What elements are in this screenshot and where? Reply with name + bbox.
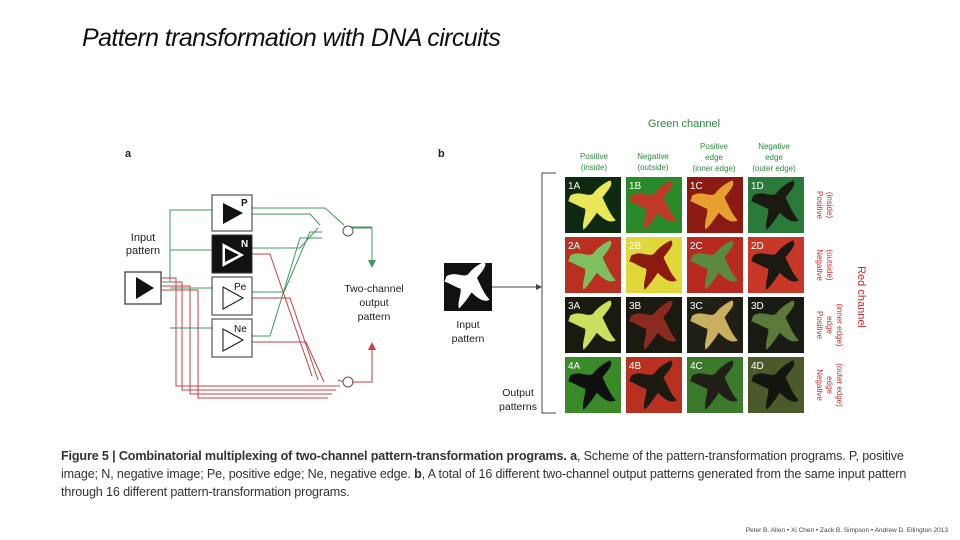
pattern-cell-label: 4C xyxy=(690,361,703,372)
col-header-3-l2: edge xyxy=(705,153,723,162)
panel-a-scheme: Input pattern xyxy=(124,194,404,399)
row-header-4-l1: Negative xyxy=(815,369,824,401)
pattern-cell-label: 2A xyxy=(568,241,581,252)
red-channel-label: Red channel xyxy=(855,266,867,328)
row-header-3-l2: edge xyxy=(825,316,834,334)
pattern-cell-label: 3D xyxy=(751,301,764,312)
pattern-cell-label: 3A xyxy=(568,301,581,312)
pattern-cell-label: 3C xyxy=(690,301,703,312)
scheme-wires xyxy=(161,207,376,399)
panel-b-grid: Green channel Positive (inside) Negative… xyxy=(444,118,867,414)
pattern-cell: 3C xyxy=(687,297,743,353)
pattern-cell: 1D xyxy=(748,177,804,233)
figure-caption: Figure 5 | Combinatorial multiplexing of… xyxy=(61,447,931,502)
panel-a-input-label-1: Input xyxy=(131,232,155,244)
pattern-cell: 2C xyxy=(687,237,743,293)
row-header-2-l1: Negative xyxy=(815,249,824,281)
caption-b-text: , A total of 16 different two-channel ou… xyxy=(61,467,907,500)
col-header-2-l2: (outside) xyxy=(637,163,668,172)
col-header-4-l3: (outer edge) xyxy=(752,164,796,173)
pattern-cell: 3D xyxy=(748,297,804,353)
pattern-cell-label: 4A xyxy=(568,361,581,372)
row-header-3-l1: Positive xyxy=(815,311,824,340)
panel-b-letter: b xyxy=(438,148,445,160)
green-channel-label: Green channel xyxy=(648,118,720,130)
caption-a-text: , Scheme of the pattern-transformation p… xyxy=(61,449,904,482)
pattern-cell-label: 3B xyxy=(629,301,642,312)
pattern-cell-label: 4D xyxy=(751,361,764,372)
column-headers: Positive (inside) Negative (outside) Pos… xyxy=(580,142,796,173)
col-header-1-l2: (inside) xyxy=(581,163,608,172)
pattern-cell: 3B xyxy=(626,297,682,353)
pattern-cell-label: 1C xyxy=(690,181,703,192)
pattern-cell-label: 1A xyxy=(568,181,581,192)
col-header-4-l1: Negative xyxy=(758,142,790,151)
pattern-cell: 1B xyxy=(626,177,682,233)
program-box-Pe: Pe xyxy=(211,276,253,316)
panel-a-output-label-1: Two-channel xyxy=(344,283,404,295)
caption-b-letter: b xyxy=(414,467,422,482)
program-box-P: P xyxy=(211,194,253,232)
row-header-1-l2: (inside) xyxy=(825,192,834,219)
input-pattern-box xyxy=(124,271,162,305)
panel-b-input-label-2: pattern xyxy=(452,333,485,345)
row-header-3-l3: (inner edge) xyxy=(835,303,844,346)
output-bracket xyxy=(541,172,556,414)
footer-authors: Peter B. Allen • Xi Chen • Zack B. Simps… xyxy=(745,527,948,534)
row-headers: Positive (inside) Negative (outside) Pos… xyxy=(815,191,844,407)
pattern-cell: 4C xyxy=(687,357,743,413)
pattern-cell-label: 1B xyxy=(629,181,642,192)
row-header-2-l2: (outside) xyxy=(825,249,834,280)
caption-a-letter: a xyxy=(570,449,577,463)
panel-a-input-label-2: pattern xyxy=(126,245,160,257)
col-header-1-l1: Positive xyxy=(580,152,609,161)
col-header-2-l1: Negative xyxy=(637,152,669,161)
program-label-Pe: Pe xyxy=(234,282,247,293)
slide-title: Pattern transformation with DNA circuits xyxy=(82,24,501,52)
panel-b-output-label-2: patterns xyxy=(499,401,537,413)
pattern-cell: 1A xyxy=(565,177,621,233)
row-header-1-l1: Positive xyxy=(815,191,824,220)
pattern-cell: 2D xyxy=(748,237,804,293)
pattern-cell-label: 1D xyxy=(751,181,764,192)
input-pattern-image xyxy=(444,261,492,311)
panel-a-letter: a xyxy=(125,148,132,160)
panel-b-input-label-1: Input xyxy=(456,319,479,331)
pattern-cell: 4A xyxy=(565,357,621,413)
caption-figure-label: Figure 5 | Combinatorial multiplexing of… xyxy=(61,449,567,463)
output-pattern-cells: 1A 1B 1C 1D 2A 2B 2C 2D 3A 3B 3C 3D 4A 4B 4C 4D xyxy=(565,177,804,413)
program-label-N: N xyxy=(241,239,248,250)
col-header-4-l2: edge xyxy=(765,153,783,162)
panel-a-output-label-2: output xyxy=(359,297,388,309)
pattern-cell: 2A xyxy=(565,237,621,293)
pattern-cell: 2B xyxy=(626,237,682,293)
pattern-cell: 4D xyxy=(748,357,804,413)
col-header-3-l3: (inner edge) xyxy=(692,164,735,173)
program-label-Ne: Ne xyxy=(234,324,247,335)
pattern-cell-label: 2D xyxy=(751,241,764,252)
program-box-N: N xyxy=(211,234,253,274)
pattern-cell: 4B xyxy=(626,357,682,413)
panel-b-output-label-1: Output xyxy=(502,387,534,399)
col-header-3-l1: Positive xyxy=(700,142,729,151)
pattern-cell-label: 4B xyxy=(629,361,642,372)
pattern-cell: 3A xyxy=(565,297,621,353)
row-header-4-l2: edge xyxy=(825,376,834,394)
row-header-4-l3: (outer edge) xyxy=(835,363,844,407)
program-box-Ne: Ne xyxy=(211,318,253,358)
pattern-cell-label: 2C xyxy=(690,241,703,252)
pattern-cell: 1C xyxy=(687,177,743,233)
panel-a-output-label-3: pattern xyxy=(358,311,391,323)
program-label-P: P xyxy=(241,198,248,209)
pattern-cell-label: 2B xyxy=(629,241,642,252)
